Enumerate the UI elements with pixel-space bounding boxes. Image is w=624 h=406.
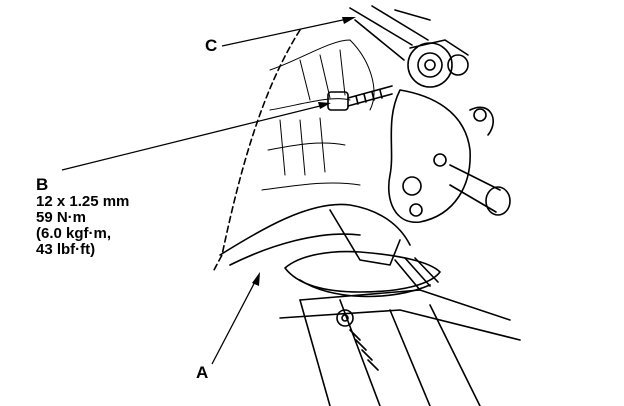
spec-line-torque-nm: 59 N·m xyxy=(36,209,87,226)
arrowhead-a xyxy=(252,272,260,286)
spec-line-torque-lbfft: 43 lbf·ft) xyxy=(36,241,96,258)
flange-bolt-b xyxy=(327,85,393,111)
callout-label-c: C xyxy=(205,36,218,55)
leader-arrowheads xyxy=(252,17,356,286)
spec-line-torque-kgfm: (6.0 kgf·m, xyxy=(36,225,112,242)
jack-saddle xyxy=(284,250,441,298)
callout-label-b: B xyxy=(36,175,49,194)
frame-edge-outline xyxy=(213,29,301,271)
steering-knuckle xyxy=(388,89,494,223)
leader-lines xyxy=(61,17,353,365)
leader-line-c xyxy=(221,17,353,47)
arrowhead-b xyxy=(318,102,331,109)
leader-line-b xyxy=(61,103,329,171)
strut-tube xyxy=(349,5,431,61)
upper-ball-joint xyxy=(407,39,469,88)
body-shading xyxy=(261,39,375,191)
jack-arm xyxy=(279,289,521,406)
spec-line-size: 12 x 1.25 mm xyxy=(36,193,130,210)
axle-spindle xyxy=(449,164,511,216)
callout-label-a: A xyxy=(196,363,209,382)
arrowhead-c xyxy=(342,17,356,24)
bolt-torque-spec: 12 x 1.25 mm 59 N·m (6.0 kgf·m, 43 lbf·f… xyxy=(36,194,129,258)
leader-line-a xyxy=(211,275,259,365)
lower-control-arm xyxy=(219,203,411,266)
